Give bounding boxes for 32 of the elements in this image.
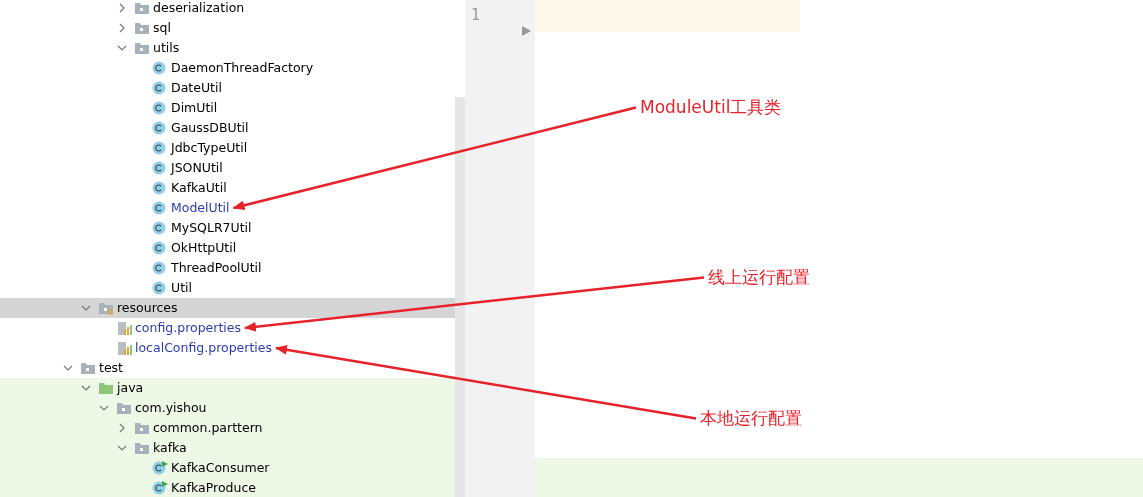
class-name: OkHttpUtil — [171, 238, 237, 258]
arrow — [244, 276, 705, 332]
class-name: DaemonThreadFactory — [171, 58, 314, 78]
class-name: GaussDBUtil — [171, 118, 249, 138]
class-name: Util — [171, 278, 192, 298]
folder-name: com.yishou — [135, 398, 207, 418]
class-name: ThreadPoolUtil — [171, 258, 262, 278]
file-name: config.properties — [135, 318, 241, 338]
class-name: DateUtil — [171, 78, 222, 98]
folder-name: common.parttern — [153, 418, 263, 438]
folder-name: sql — [153, 18, 171, 38]
arrow — [275, 344, 697, 420]
folder-name: test — [99, 358, 123, 378]
class-name: KafkaConsumer — [171, 458, 270, 478]
class-name: KafkaProduce — [171, 478, 256, 497]
class-name: KafkaUtil — [171, 178, 227, 198]
arrow — [232, 106, 637, 211]
folder-name: utils — [153, 38, 180, 58]
folder-name: java — [117, 378, 144, 398]
class-name: ModelUtil — [171, 198, 230, 218]
class-name: JdbcTypeUtil — [171, 138, 248, 158]
line-number: 1 — [471, 6, 481, 24]
annotation-text: 本地运行配置 — [700, 407, 802, 430]
folder-name: resources — [117, 298, 178, 318]
annotation-text: ModuleUtil工具类 — [640, 96, 782, 119]
class-name: DimUtil — [171, 98, 218, 118]
class-name: MySQLR7Util — [171, 218, 252, 238]
folder-name: deserialization — [153, 0, 245, 18]
class-name: JSONUtil — [171, 158, 223, 178]
folder-name: kafka — [153, 438, 187, 458]
annotation-text: 线上运行配置 — [708, 266, 810, 289]
file-name: localConfig.properties — [135, 338, 272, 358]
